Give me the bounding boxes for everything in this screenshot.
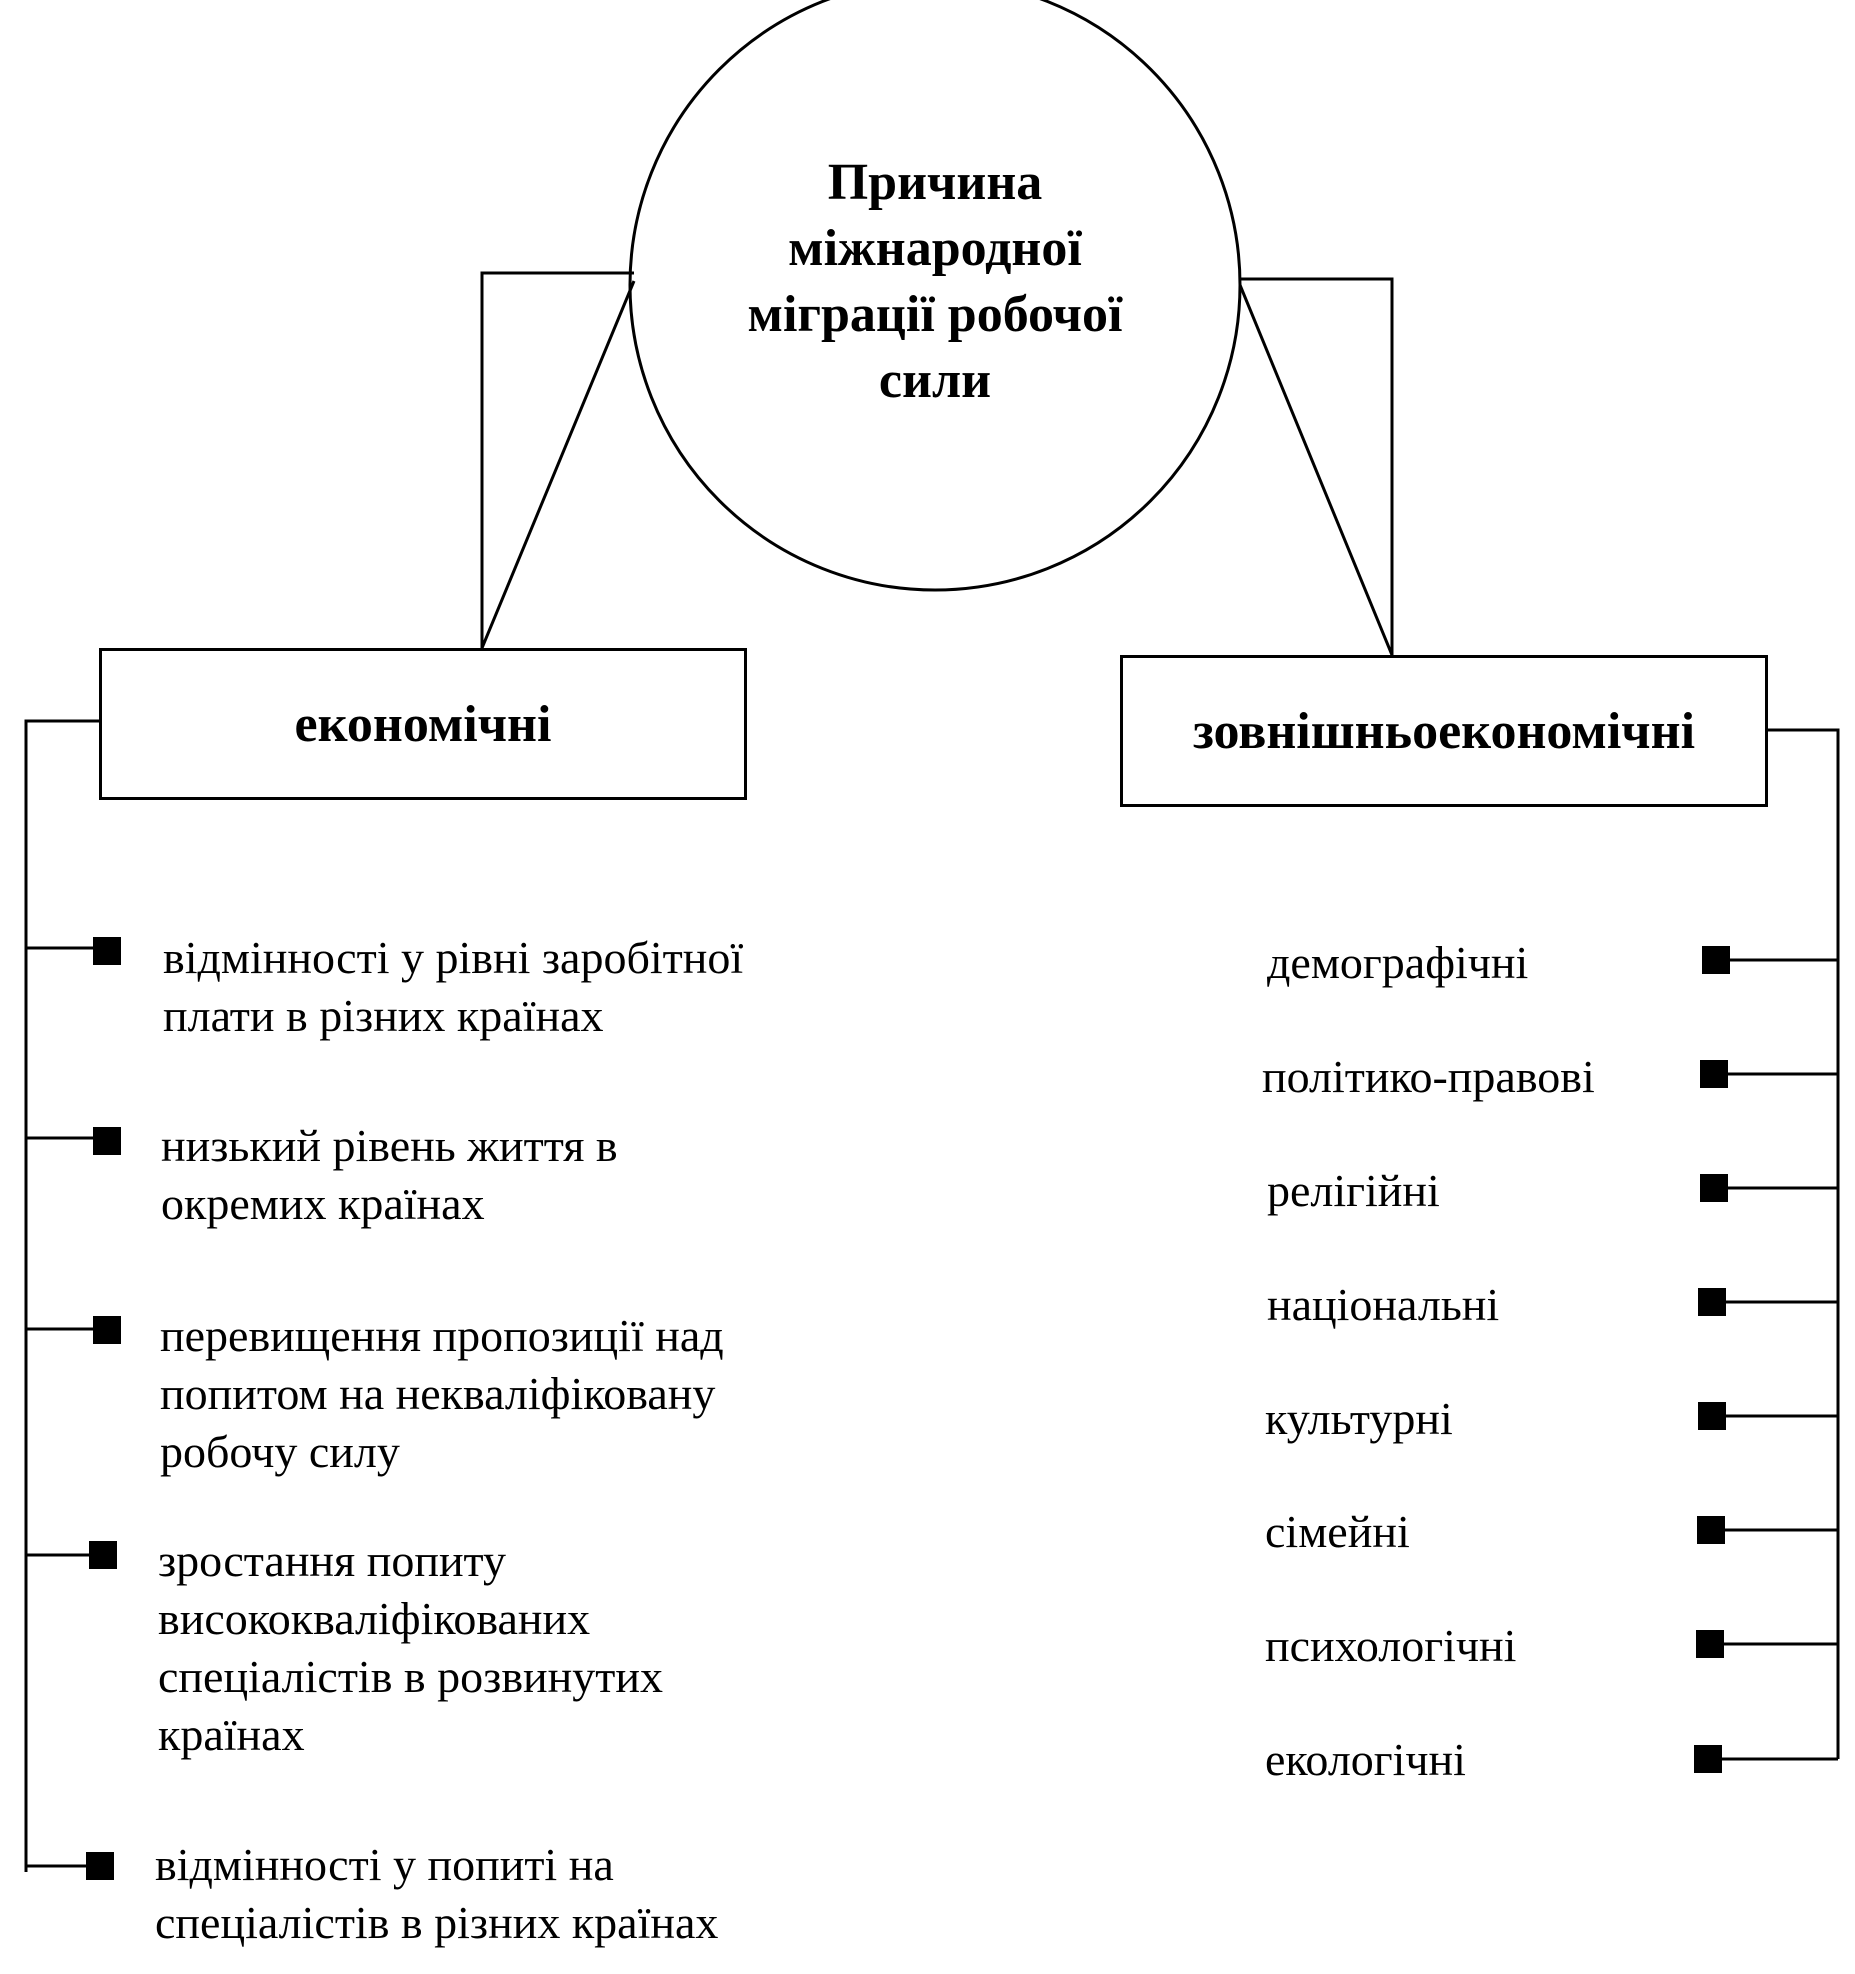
bullet-icon bbox=[1700, 1174, 1728, 1202]
category-label: економічні bbox=[294, 695, 552, 753]
bullet-icon bbox=[1694, 1745, 1722, 1773]
list-item: національні bbox=[1267, 1279, 1500, 1330]
bullet-icon bbox=[93, 937, 121, 965]
category-label: зовнішньоекономічні bbox=[1192, 702, 1696, 760]
category-box-external-economic: зовнішньоекономічні bbox=[1120, 655, 1768, 807]
item-line: плати в різних країнах bbox=[163, 990, 604, 1041]
category-box-economic: економічні bbox=[99, 648, 747, 800]
item-line: перевищення пропозиції над bbox=[160, 1310, 724, 1361]
central-title-line: міжнародної bbox=[788, 220, 1082, 277]
list-item: демографічні bbox=[1267, 937, 1529, 988]
item-line: країнах bbox=[158, 1709, 305, 1760]
bullet-icon bbox=[86, 1852, 114, 1880]
item-line: робочу силу bbox=[160, 1426, 400, 1477]
list-item: психологічні bbox=[1265, 1620, 1517, 1671]
item-line: попитом на некваліфіковану bbox=[160, 1368, 716, 1419]
central-title-line: міграції робочої bbox=[747, 286, 1123, 343]
bullet-icon bbox=[93, 1316, 121, 1344]
item-line: спеціалістів в розвинутих bbox=[158, 1651, 663, 1702]
list-item: відмінності у рівні заробітної плати в р… bbox=[163, 929, 743, 1045]
list-item: низький рівень життя в окремих країнах bbox=[161, 1117, 618, 1233]
bullet-icon bbox=[93, 1127, 121, 1155]
bullet-icon bbox=[1698, 1402, 1726, 1430]
right-bracket bbox=[1240, 277, 1394, 655]
list-item: релігійні bbox=[1267, 1165, 1440, 1216]
bullet-icon bbox=[1700, 1060, 1728, 1088]
list-item: культурні bbox=[1265, 1393, 1453, 1444]
right-spine bbox=[1768, 728, 1840, 1759]
central-title-line: Причина bbox=[827, 154, 1043, 211]
left-diagonal bbox=[480, 280, 636, 649]
list-item: відмінності у попиті на спеціалістів в р… bbox=[155, 1836, 718, 1952]
bullet-icon bbox=[1696, 1630, 1724, 1658]
left-bracket bbox=[480, 271, 634, 648]
item-line: зростання попиту bbox=[158, 1535, 507, 1586]
item-line: низький рівень життя в bbox=[161, 1120, 618, 1171]
list-item: політико-правові bbox=[1262, 1051, 1595, 1102]
bullet-icon bbox=[1697, 1516, 1725, 1544]
item-line: відмінності у рівні заробітної bbox=[163, 932, 744, 983]
central-title-line: сили bbox=[878, 352, 992, 409]
list-item: зростання попиту висококваліфікованих сп… bbox=[158, 1532, 663, 1764]
bullet-icon bbox=[89, 1541, 117, 1569]
list-item: перевищення пропозиції над попитом на не… bbox=[160, 1307, 724, 1481]
bullet-icon bbox=[1702, 946, 1730, 974]
central-title: Причина міжнародної міграції робочої сил… bbox=[635, 150, 1235, 414]
left-spine bbox=[24, 719, 99, 1872]
list-item: сімейні bbox=[1265, 1506, 1410, 1557]
bullet-icon bbox=[1698, 1288, 1726, 1316]
item-line: окремих країнах bbox=[161, 1178, 485, 1229]
right-diagonal bbox=[1238, 284, 1394, 656]
item-line: спеціалістів в різних країнах bbox=[155, 1897, 719, 1948]
item-line: відмінності у попиті на bbox=[155, 1839, 614, 1890]
item-line: висококваліфікованих bbox=[158, 1593, 591, 1644]
list-item: екологічні bbox=[1265, 1734, 1466, 1785]
